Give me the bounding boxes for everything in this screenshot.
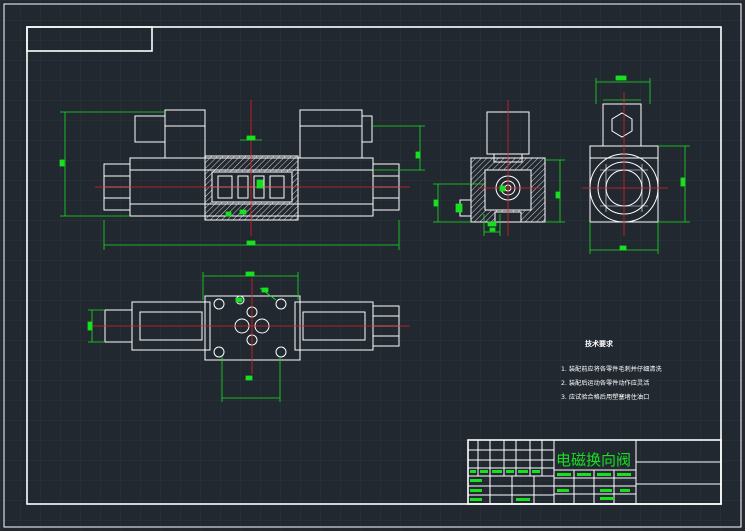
title-block-labels (470, 470, 631, 501)
tech-note-1: 1. 装配前应将各零件毛刺并仔细清洗 (561, 365, 662, 373)
tech-heading: 技术要求 (585, 339, 614, 348)
top-left-code-box (26, 26, 153, 52)
inner-frame-border (26, 26, 722, 505)
top-view-dimensions (87, 271, 299, 402)
drawing-title: 电磁换向阀 (556, 451, 631, 469)
technical-requirements: 技术要求 1. 装配前应将各零件毛刺并仔细清洗 2. 装配后运动各零件动作应灵活… (561, 339, 662, 401)
end-view-centerlines (582, 92, 668, 236)
end-view-dimensions (589, 75, 690, 254)
tech-note-2: 2. 装配后运动各零件动作应灵活 (561, 379, 649, 387)
outer-sheet-border (3, 3, 742, 528)
front-view-dimensions (59, 111, 425, 250)
front-view (103, 109, 400, 221)
side-view-centerlines (478, 100, 540, 236)
title-block (467, 439, 722, 505)
front-view-centerlines (95, 100, 410, 236)
top-view-centerlines (90, 278, 410, 374)
tech-note-3: 3. 应试验合格后用塑塞堵住油口 (561, 393, 649, 401)
side-view-dimensions (433, 159, 565, 236)
